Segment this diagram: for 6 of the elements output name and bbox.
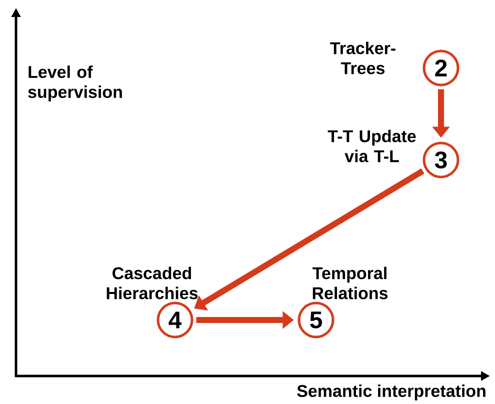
axis-label: Level of supervision: [28, 66, 122, 102]
node-caption: Tracker-Trees: [330, 42, 396, 74]
node-caption: Temporal Relations: [312, 266, 388, 300]
node-caption: Cascaded Hierarchies: [106, 266, 198, 300]
node-caption: T-T Update via T-L: [328, 130, 416, 162]
axis-label: Semantic interpretation: [297, 384, 486, 400]
